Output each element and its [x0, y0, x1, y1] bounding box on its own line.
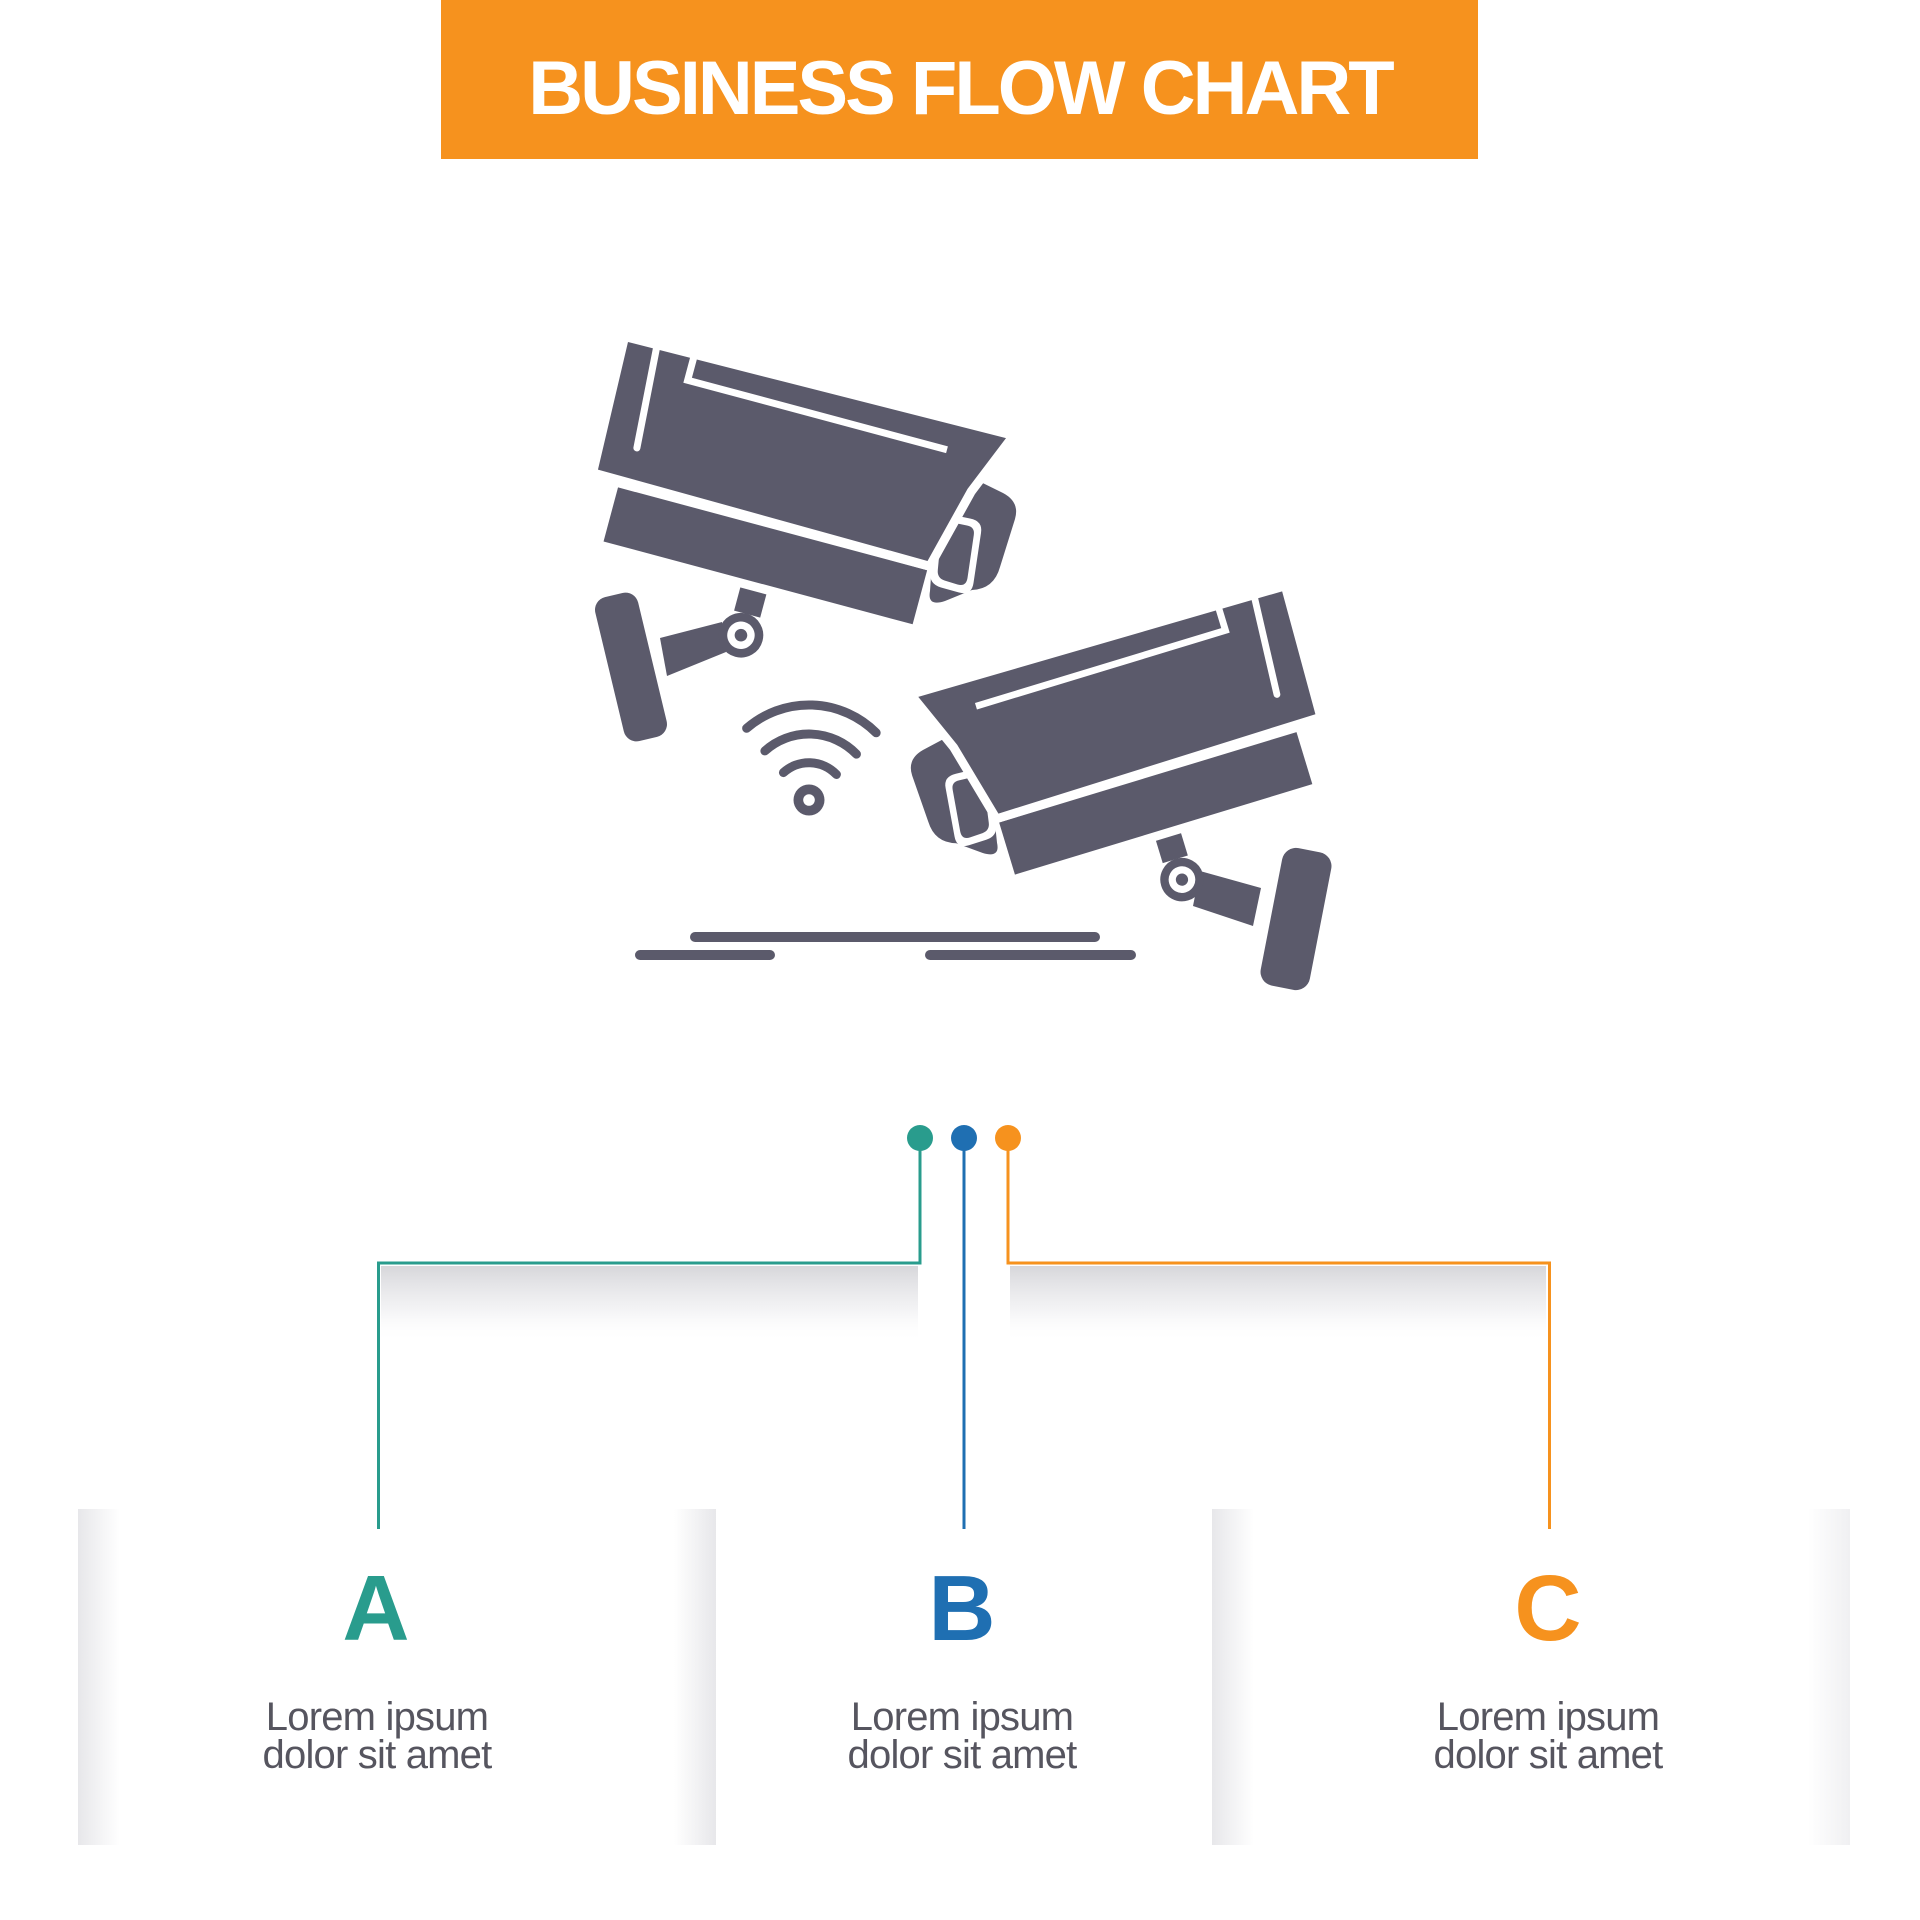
svg-text:Lorem ipsum: Lorem ipsum — [266, 1695, 488, 1739]
svg-text:A: A — [342, 1556, 409, 1660]
svg-text:dolor sit amet: dolor sit amet — [263, 1733, 493, 1777]
svg-text:Lorem ipsum: Lorem ipsum — [1437, 1695, 1659, 1739]
svg-text:dolor sit amet: dolor sit amet — [1434, 1733, 1664, 1777]
svg-text:C: C — [1514, 1556, 1581, 1660]
svg-text:dolor sit amet: dolor sit amet — [848, 1733, 1078, 1777]
svg-text:B: B — [928, 1556, 995, 1660]
svg-text:Lorem ipsum: Lorem ipsum — [851, 1695, 1073, 1739]
svg-text:BUSINESS FLOW CHART: BUSINESS FLOW CHART — [528, 46, 1394, 131]
